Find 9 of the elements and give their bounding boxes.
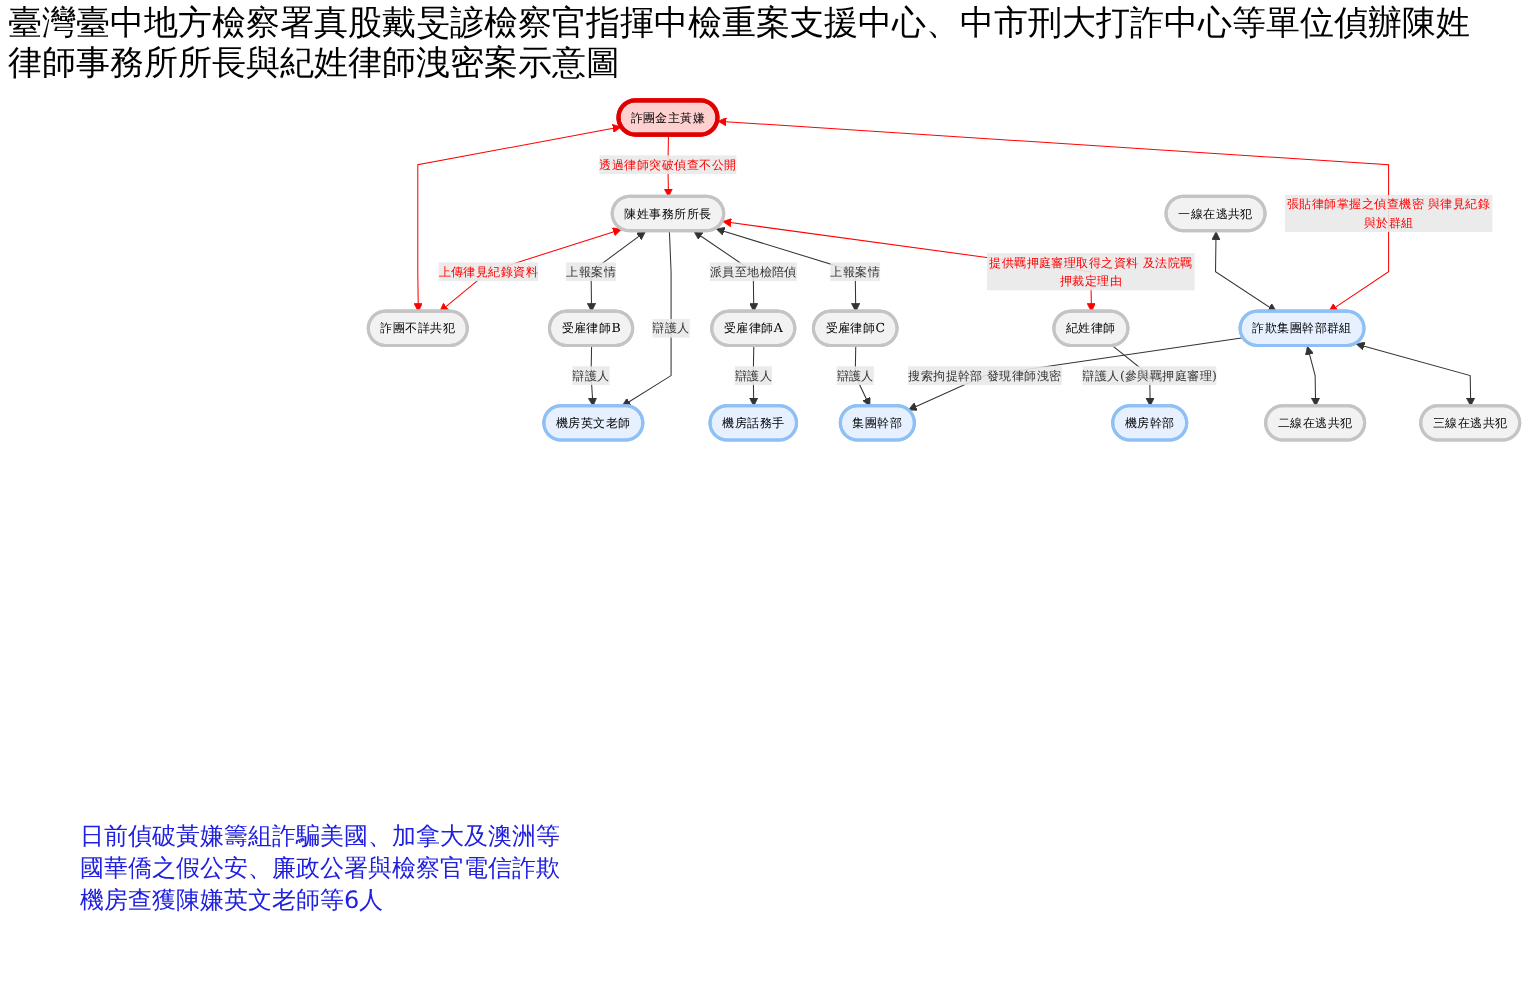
arrow [621, 230, 672, 407]
diagram-title: 臺灣臺中地方檢察署真股戴旻諺檢察官指揮中檢重案支援中心、中市刑大打詐中心等單位偵辦陳姓律師事務所所長與紀姓律師洩密案示意圖 [8, 4, 1472, 84]
arrow [439, 227, 622, 313]
arrow [1305, 345, 1321, 407]
arrow [1355, 341, 1476, 407]
note-text: 日前偵破黃嫌籌組詐騙美國、加拿大及澳洲等國華僑之假公安、廉政公署與檢察官電信詐欺機房查獲陳嫌英文老師等6人 [80, 820, 562, 916]
arrow [413, 123, 622, 313]
arrow [722, 218, 1096, 313]
arrow [1211, 231, 1277, 313]
